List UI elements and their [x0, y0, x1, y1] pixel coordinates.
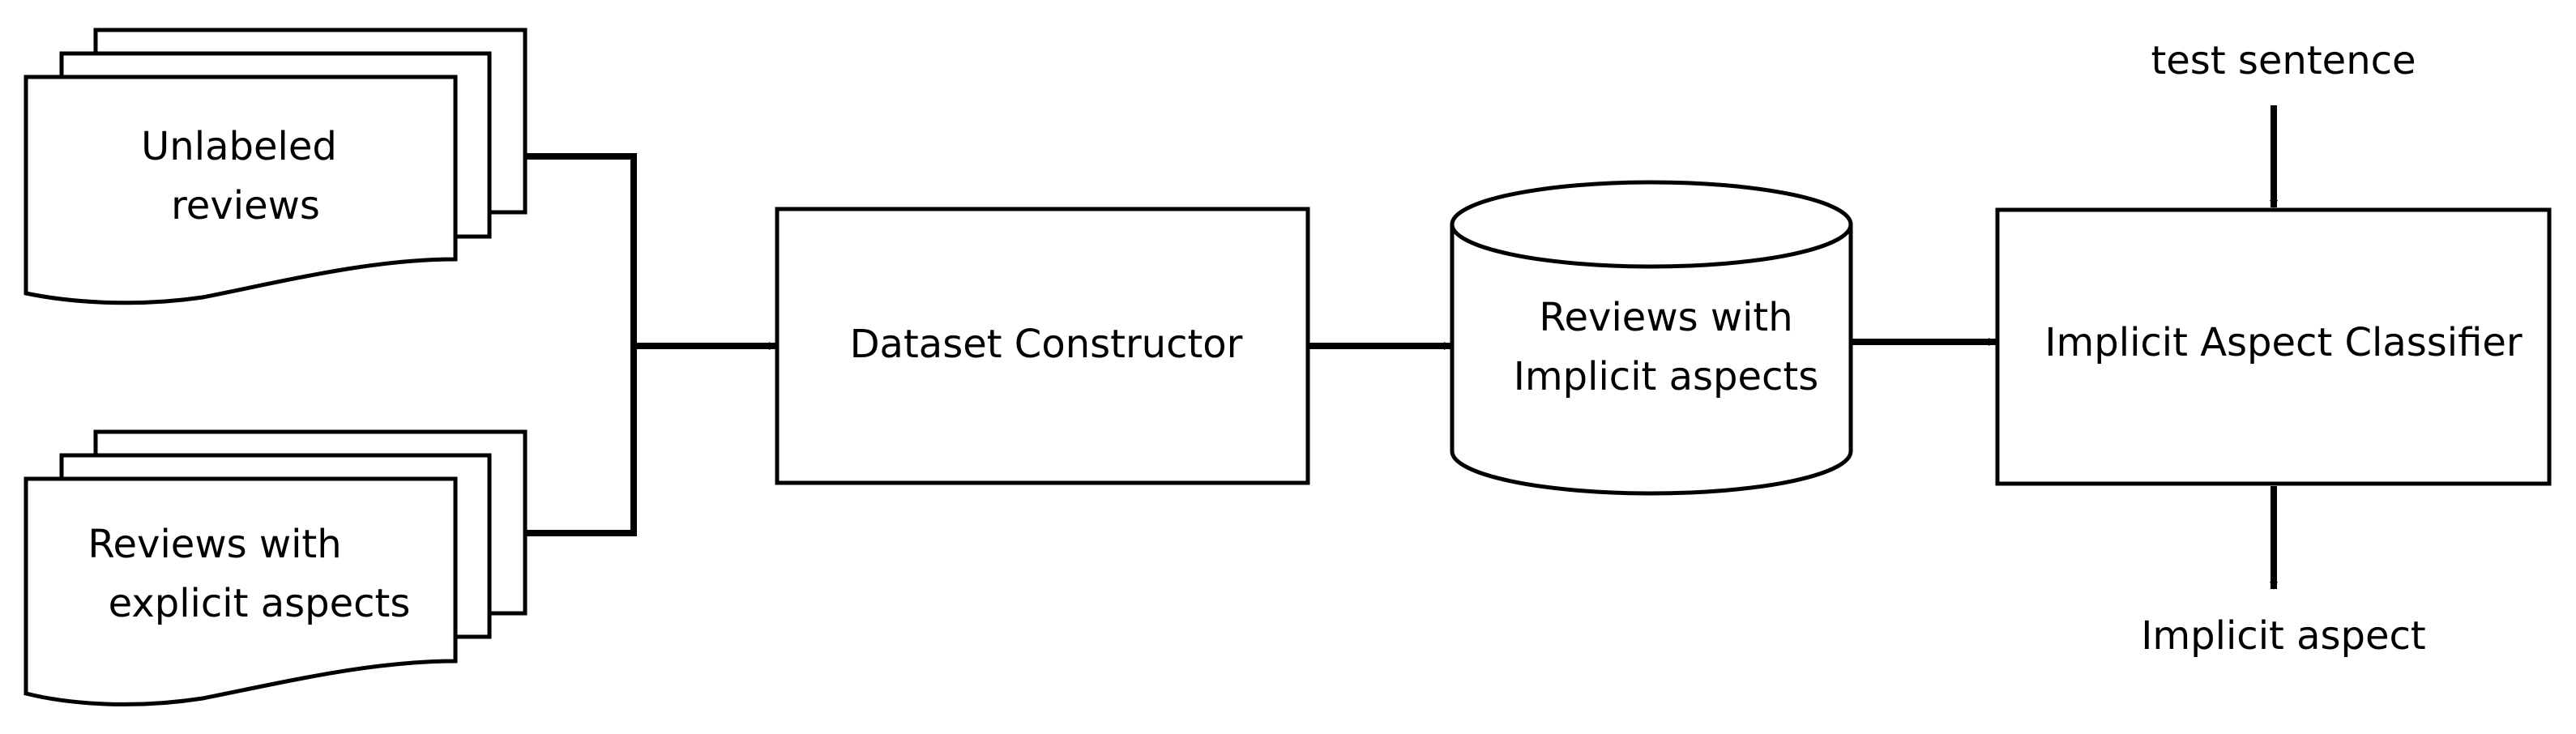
- unlabeled-reviews-doc-stack: Unlabeled reviews: [23, 28, 528, 305]
- merge-connector: [525, 153, 777, 536]
- implicit-db-label-line2: Implicit aspects: [1514, 354, 1819, 399]
- implicit-db-label-line1: Reviews with: [1539, 295, 1792, 340]
- classifier-box: Implicit Aspect Classifier: [1995, 207, 2552, 486]
- unlabeled-reviews-label-line1: Unlabeled: [141, 124, 337, 169]
- explicit-reviews-label-line1: Reviews with: [88, 522, 341, 567]
- explicit-reviews-doc-stack: Reviews with explicit aspects: [23, 429, 528, 706]
- test-sentence-label: test sentence: [2151, 38, 2416, 83]
- dataset-constructor-box: Dataset Constructor: [775, 207, 1310, 485]
- dataset-constructor-label: Dataset Constructor: [850, 322, 1243, 367]
- classifier-label: Implicit Aspect Classifier: [2044, 320, 2523, 365]
- implicit-aspect-output-label: Implicit aspect: [2141, 613, 2426, 659]
- implicit-aspects-database: Reviews with Implicit aspects: [1450, 180, 1853, 496]
- unlabeled-reviews-label-line2: reviews: [171, 183, 320, 228]
- explicit-reviews-label-line2: explicit aspects: [109, 581, 411, 626]
